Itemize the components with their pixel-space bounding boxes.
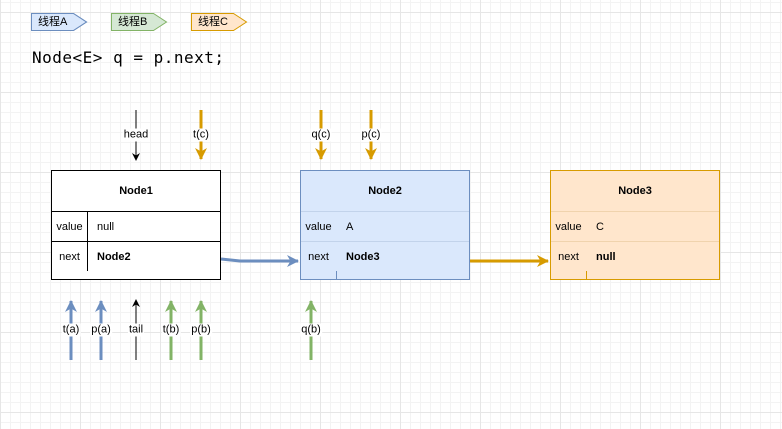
- p-c-label: p(c): [360, 128, 382, 142]
- head-label: head: [122, 128, 150, 142]
- legend-thread-a-label: 线程A: [38, 16, 68, 28]
- node2-divider: [336, 271, 337, 280]
- node3-title: Node3: [618, 185, 652, 197]
- p-b-label: p(b): [190, 323, 212, 337]
- node2-title: Node2: [368, 185, 402, 197]
- node3-next-row: next null: [551, 241, 719, 271]
- node2-next-row: next Node3: [301, 241, 469, 271]
- node2-box: Node2 value A next Node3: [300, 170, 470, 280]
- legend-thread-c-label: 线程C: [198, 16, 228, 28]
- node1-value-row: value null: [52, 211, 220, 241]
- node1-title: Node1: [119, 185, 153, 197]
- node3-value-row: value C: [551, 211, 719, 241]
- node3-value: C: [596, 221, 604, 233]
- node2-value-key: value: [305, 221, 332, 233]
- legend-thread-c-shape: [191, 13, 248, 31]
- node2-value-row: value A: [301, 211, 469, 241]
- legend-thread-a-shape: [31, 13, 88, 31]
- legend-thread-b-label: 线程B: [118, 16, 148, 28]
- legend-thread-b-shape: [111, 13, 168, 31]
- q-c-label: q(c): [310, 128, 332, 142]
- legend-thread-b: 线程B: [110, 9, 174, 35]
- node3-value-key: value: [555, 221, 582, 233]
- t-b-label: t(b): [161, 323, 181, 337]
- q-b-label: q(b): [300, 323, 322, 337]
- node1-next: Node2: [97, 251, 131, 263]
- t-c-label: t(c): [192, 128, 210, 142]
- legend-thread-a: 线程A: [30, 9, 94, 35]
- t-a-label: t(a): [61, 323, 81, 337]
- node1-value: null: [97, 221, 115, 233]
- node3-box: Node3 value C next null: [550, 170, 720, 280]
- node1-next-key: next: [52, 242, 88, 271]
- p-a-label: p(a): [90, 323, 112, 337]
- node2-next: Node3: [346, 251, 380, 263]
- node2-next-key: next: [308, 251, 329, 263]
- node2-value: A: [346, 221, 354, 233]
- code-statement: Node<E> q = p.next;: [32, 48, 225, 67]
- node1-box: Node1 value null next Node2: [51, 170, 221, 280]
- node1-next-link: [220, 255, 299, 267]
- node3-divider: [586, 271, 587, 280]
- node1-value-key: value: [52, 212, 88, 241]
- node1-next-row: next Node2: [52, 241, 220, 271]
- legend-thread-c: 线程C: [190, 9, 254, 35]
- tail-label: tail: [127, 323, 145, 337]
- node3-next: null: [596, 251, 616, 263]
- node3-next-key: next: [558, 251, 579, 263]
